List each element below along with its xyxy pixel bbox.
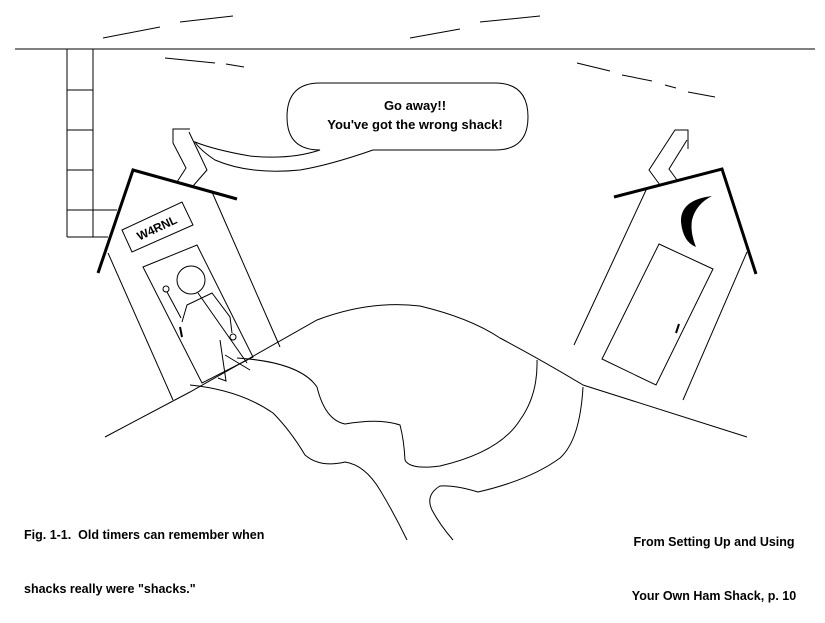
left-shack-door bbox=[142, 244, 254, 384]
speech-line-1: Go away!! bbox=[384, 98, 446, 113]
right-shack-door bbox=[601, 243, 714, 386]
speech-bubble: Go away!! You've got the wrong shack! bbox=[193, 82, 529, 172]
hill bbox=[104, 304, 748, 438]
outhouse-cartoon: W4RNL Go away!! You've got the wrong bbox=[15, 15, 815, 541]
right-path bbox=[429, 386, 584, 541]
figure-caption: Fig. 1-1. Old timers can remember when s… bbox=[24, 490, 264, 616]
speech-line-2: You've got the wrong shack! bbox=[327, 117, 502, 132]
crescent-moon-icon bbox=[680, 196, 712, 247]
stick-figure bbox=[162, 265, 251, 382]
left-path-edge bbox=[189, 384, 408, 541]
right-shack-chimney bbox=[648, 129, 689, 186]
source-citation: From Setting Up and Using Your Own Ham S… bbox=[608, 497, 820, 623]
right-shack bbox=[573, 129, 758, 401]
door-handle bbox=[675, 323, 680, 334]
brick-wall bbox=[66, 49, 117, 238]
caption-right-line-2: Your Own Ham Shack, p. 10 bbox=[631, 589, 797, 603]
door-handle bbox=[179, 326, 183, 338]
left-path bbox=[236, 357, 538, 468]
caption-right-line-1: From Setting Up and Using bbox=[633, 535, 795, 549]
call-sign-text: W4RNL bbox=[135, 213, 180, 244]
sky-lines bbox=[15, 15, 815, 98]
caption-left-line-2: shacks really were "shacks." bbox=[24, 582, 196, 596]
caption-left-line-1: Fig. 1-1. Old timers can remember when bbox=[24, 528, 265, 542]
left-shack-chimney bbox=[172, 128, 208, 187]
left-shack: W4RNL bbox=[96, 128, 281, 401]
call-sign-plate bbox=[121, 201, 194, 253]
